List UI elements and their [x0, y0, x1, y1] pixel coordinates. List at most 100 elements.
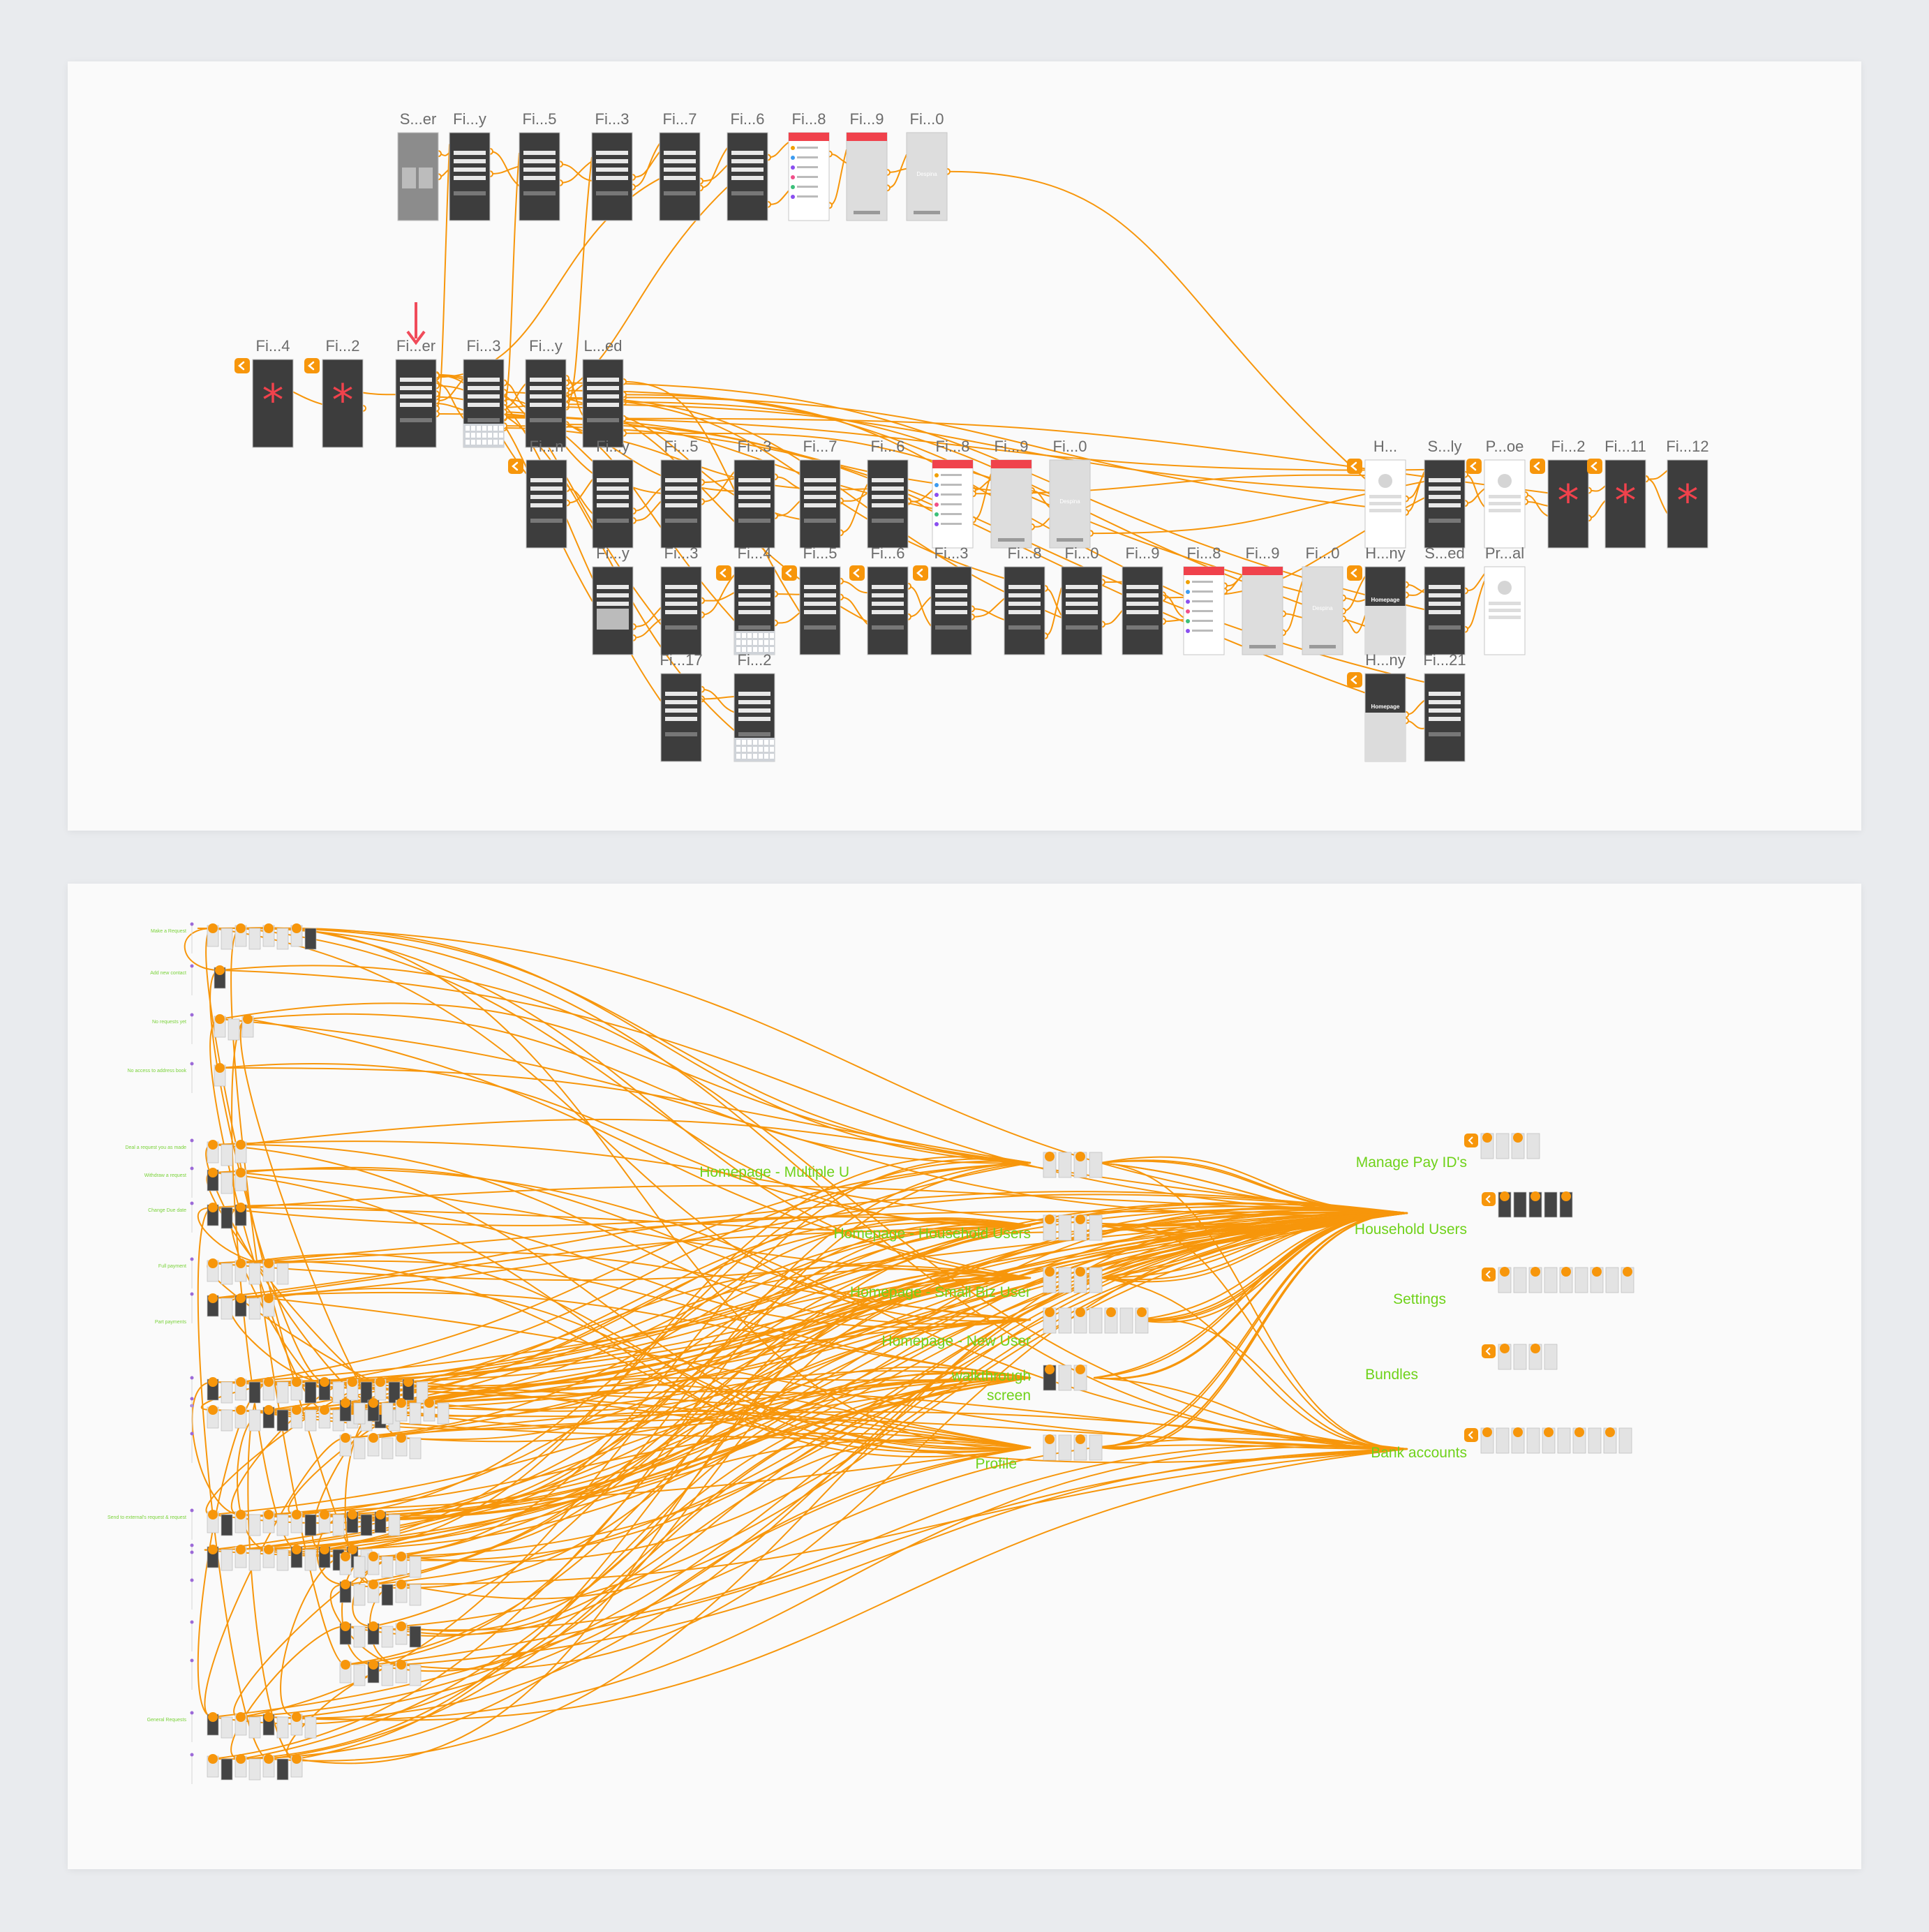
- link-hotspot[interactable]: [1513, 1133, 1523, 1143]
- mini-screen[interactable]: [353, 1626, 366, 1648]
- link-hotspot[interactable]: [1500, 1267, 1510, 1277]
- screen-cluster[interactable]: [1043, 1152, 1103, 1178]
- link-hotspot[interactable]: [1045, 1307, 1055, 1317]
- link-hotspot[interactable]: [1075, 1152, 1085, 1161]
- mini-screen[interactable]: [1089, 1434, 1103, 1461]
- link-hotspot[interactable]: [1137, 1307, 1147, 1317]
- screen-r2[interactable]: P...oe: [1466, 438, 1526, 549]
- link-hotspot[interactable]: [208, 1377, 218, 1387]
- screen-c5[interactable]: Fi...3: [913, 544, 972, 655]
- mini-screen[interactable]: [248, 1263, 261, 1285]
- screen-b7[interactable]: Fi...9: [990, 438, 1032, 549]
- link-hotspot[interactable]: [1605, 1427, 1615, 1437]
- mini-screen[interactable]: [381, 1664, 394, 1686]
- link-hotspot[interactable]: [1530, 1191, 1540, 1201]
- mini-screen[interactable]: [1496, 1427, 1510, 1454]
- mini-screen[interactable]: [416, 1381, 429, 1404]
- screen-a2[interactable]: Fi...er: [395, 302, 437, 448]
- screen-b0[interactable]: Fi...n: [508, 438, 567, 549]
- screen-cluster[interactable]: [190, 964, 226, 996]
- link-hotspot[interactable]: [1544, 1427, 1554, 1437]
- link-hotspot[interactable]: [396, 1660, 406, 1670]
- mini-screen[interactable]: [388, 1514, 401, 1536]
- screen-a3[interactable]: Fi...3: [463, 337, 505, 448]
- link-hotspot[interactable]: [375, 1377, 385, 1387]
- screen-cluster[interactable]: [190, 1508, 401, 1540]
- mini-screen[interactable]: [381, 1556, 394, 1578]
- screen-t6[interactable]: Fi...8: [788, 110, 830, 221]
- link-hotspot[interactable]: [1623, 1267, 1632, 1277]
- link-hotspot[interactable]: [208, 1510, 218, 1519]
- chevron-left-icon[interactable]: [1587, 459, 1602, 474]
- link-hotspot[interactable]: [1482, 1133, 1492, 1143]
- link-hotspot[interactable]: [264, 923, 274, 933]
- link-hotspot[interactable]: [424, 1398, 434, 1408]
- mini-screen[interactable]: [353, 1437, 366, 1459]
- screen-a5[interactable]: L...ed: [582, 337, 624, 448]
- link-hotspot[interactable]: [1045, 1152, 1055, 1161]
- link-hotspot[interactable]: [208, 1168, 218, 1177]
- screen-cluster[interactable]: [190, 922, 317, 954]
- link-hotspot[interactable]: [368, 1660, 378, 1670]
- mini-screen[interactable]: [304, 1716, 317, 1739]
- link-hotspot[interactable]: [236, 1258, 246, 1268]
- screen-cluster[interactable]: [190, 1138, 247, 1171]
- mini-screen[interactable]: [1513, 1267, 1527, 1293]
- mini-screen[interactable]: [1119, 1307, 1133, 1334]
- mini-screen[interactable]: [409, 1437, 422, 1459]
- link-hotspot[interactable]: [348, 1510, 357, 1519]
- screen-cluster[interactable]: [190, 1292, 275, 1324]
- chevron-left-icon[interactable]: [1482, 1192, 1496, 1206]
- link-hotspot[interactable]: [243, 1014, 253, 1024]
- mini-screen[interactable]: [221, 1514, 233, 1536]
- link-hotspot[interactable]: [1561, 1267, 1571, 1277]
- link-hotspot[interactable]: [1530, 1267, 1540, 1277]
- mini-screen[interactable]: [221, 1207, 233, 1229]
- mini-screen[interactable]: [332, 1381, 345, 1404]
- screen-cluster[interactable]: [190, 1376, 429, 1408]
- mini-screen[interactable]: [276, 1716, 289, 1739]
- link-hotspot[interactable]: [320, 1545, 329, 1554]
- screen-r4[interactable]: Fi...11*: [1587, 438, 1646, 549]
- screen-r1[interactable]: S...ly: [1424, 438, 1466, 549]
- chevron-left-icon[interactable]: [1466, 459, 1482, 474]
- mini-screen[interactable]: [360, 1381, 373, 1404]
- mini-screen[interactable]: [360, 1514, 373, 1536]
- screen-b5[interactable]: Fi...6: [867, 438, 909, 549]
- screen-t1[interactable]: Fi...y: [449, 110, 491, 221]
- link-hotspot[interactable]: [320, 1377, 329, 1387]
- chevron-left-icon[interactable]: [716, 565, 731, 581]
- screen-b2[interactable]: Fi...5: [660, 438, 702, 549]
- link-hotspot[interactable]: [208, 1712, 218, 1722]
- mini-screen[interactable]: [304, 1381, 317, 1404]
- link-hotspot[interactable]: [264, 1258, 274, 1268]
- screen-cluster[interactable]: [1043, 1365, 1087, 1391]
- link-hotspot[interactable]: [348, 1377, 357, 1387]
- screen-cluster[interactable]: [190, 1543, 373, 1575]
- mini-screen[interactable]: [1496, 1133, 1510, 1159]
- link-hotspot[interactable]: [292, 1377, 301, 1387]
- mini-screen[interactable]: [1058, 1365, 1072, 1391]
- mini-screen[interactable]: [1618, 1427, 1632, 1454]
- screen-cluster[interactable]: [1043, 1434, 1103, 1461]
- link-hotspot[interactable]: [292, 1712, 301, 1722]
- mini-screen[interactable]: [276, 1263, 289, 1285]
- mini-screen[interactable]: [1089, 1307, 1103, 1334]
- link-hotspot[interactable]: [236, 1545, 246, 1554]
- link-hotspot[interactable]: [264, 1510, 274, 1519]
- screen-d3[interactable]: Fi...21: [1423, 651, 1466, 762]
- mini-screen[interactable]: [276, 1514, 289, 1536]
- mini-screen[interactable]: [1526, 1427, 1540, 1454]
- screen-c2[interactable]: Fi...4: [716, 544, 775, 655]
- link-hotspot[interactable]: [292, 1510, 301, 1519]
- screen-cluster[interactable]: [190, 1432, 422, 1464]
- mini-screen[interactable]: [221, 1758, 233, 1781]
- link-hotspot[interactable]: [341, 1552, 350, 1561]
- screen-cluster[interactable]: [190, 1013, 254, 1045]
- link-hotspot[interactable]: [320, 1510, 329, 1519]
- chevron-left-icon[interactable]: [782, 565, 797, 581]
- mini-screen[interactable]: [1544, 1344, 1558, 1370]
- link-hotspot[interactable]: [368, 1552, 378, 1561]
